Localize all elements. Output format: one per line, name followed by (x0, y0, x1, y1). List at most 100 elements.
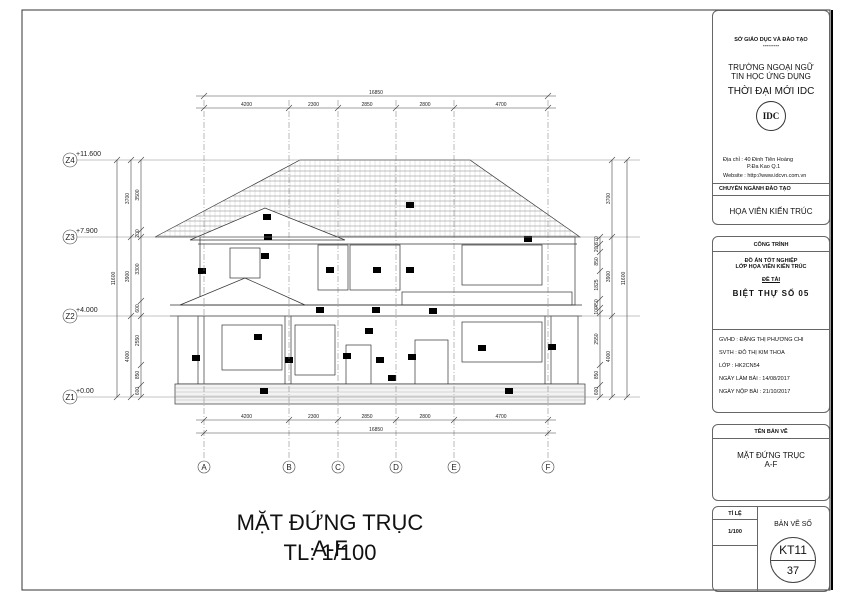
sheet-number-box: TỈ LỆ 1/100 BẢN VẼ SỐ KT11 37 (712, 506, 830, 592)
scale-label: TỈ LỆ (728, 511, 742, 517)
dimension-tick (137, 361, 145, 369)
tag-block (192, 355, 200, 361)
detail-height-label: 850 (135, 371, 141, 380)
ground-window (294, 324, 336, 376)
level-tag: Z4 (65, 156, 75, 165)
floor-height-label: 3700 (125, 193, 131, 204)
dimension-tick (608, 312, 616, 320)
tag-block (376, 357, 384, 363)
ground-window (461, 321, 543, 363)
tag-block (429, 308, 437, 314)
dimension-tick (608, 233, 616, 241)
tag-block (478, 345, 486, 351)
brick-base (174, 383, 586, 405)
title-block: SỞ GIÁO DỤC VÀ ĐÀO TẠO --------- TRƯỜNG … (712, 10, 830, 592)
ground-floor-wall (177, 315, 579, 385)
level-tag: Z1 (65, 393, 75, 402)
detail-height-label: 2550 (594, 333, 600, 344)
tag-block (198, 268, 206, 274)
scale-value: 1/100 (728, 529, 742, 535)
tag-block (406, 267, 414, 273)
sheet-name-line1: MẶT ĐỨNG TRỤC (737, 451, 805, 460)
dimension-tick (127, 233, 135, 241)
major-label: CHUYÊN NGÀNH ĐÀO TẠO (719, 186, 791, 192)
sheet-code: KT11 (771, 538, 815, 561)
drawing-scale: TL: 1/100 (283, 540, 377, 565)
dimension-label: 2850 (361, 102, 372, 108)
dimension-tick (137, 226, 145, 234)
dimension-tick (200, 416, 208, 424)
dimension-tick (137, 381, 145, 389)
axis-bubble (541, 460, 555, 474)
dimension-label: 2800 (419, 414, 430, 420)
level-tag: Z3 (65, 233, 75, 242)
axis-label: E (451, 463, 456, 472)
ground-window (221, 324, 283, 371)
tag-block (285, 357, 293, 363)
dimension-tick (596, 393, 604, 401)
dimension-tick (127, 393, 135, 401)
axis-bubble (197, 460, 211, 474)
school-name: THỜI ĐẠI MỚI IDC (727, 86, 815, 97)
sheet-name-box: TÊN BẢN VẼ MẶT ĐỨNG TRỤC A-F (712, 424, 830, 501)
tag-block (343, 353, 351, 359)
drawing-title: MẶT ĐỨNG TRỤC A-F (236, 510, 424, 561)
dimension-tick (596, 381, 604, 389)
level-elevation: +4.000 (76, 307, 98, 314)
tag-block (316, 307, 324, 313)
ngay-nop-bai: NGÀY NỘP BÀI : 21/10/2017 (719, 389, 791, 395)
total-width-label: 16850 (369, 90, 383, 96)
address-line1: Địa chỉ : 40 Đinh Tiên Hoàng (723, 157, 794, 163)
dimension-tick (544, 416, 552, 424)
sheet-no-label: BẢN VẼ SỐ (774, 521, 812, 528)
column (197, 315, 205, 387)
dimension-tick (392, 104, 400, 112)
upper-window (317, 244, 349, 291)
tag-block (388, 375, 396, 381)
dimension-tick (127, 156, 135, 164)
dimension-label: 4700 (495, 102, 506, 108)
floor-height-label: 3700 (606, 193, 612, 204)
dimension-tick (608, 156, 616, 164)
tag-block (254, 334, 262, 340)
axis-bubble (331, 460, 345, 474)
tag-block (548, 344, 556, 350)
entrance-door (345, 344, 372, 386)
floor-height-label: 4000 (606, 351, 612, 362)
upper-window (229, 247, 261, 279)
tag-block (408, 354, 416, 360)
total-width-label: 16850 (369, 427, 383, 433)
tag-block (260, 388, 268, 394)
balcony-railing (401, 291, 573, 306)
dimension-tick (608, 393, 616, 401)
height-total-label: 11600 (111, 272, 117, 286)
school-box: SỞ GIÁO DỤC VÀ ĐÀO TẠO --------- TRƯỜNG … (712, 10, 830, 225)
dimension-tick (137, 393, 145, 401)
level-elevation: +11.600 (76, 151, 101, 158)
dimension-tick (137, 156, 145, 164)
height-total-label: 11600 (621, 272, 627, 286)
detail-height-label: 2550 (135, 335, 141, 346)
main-door (414, 339, 449, 386)
dimension-tick (200, 92, 208, 100)
website: Website : http://www.idcvn.com.vn (723, 173, 807, 179)
dimension-tick (450, 416, 458, 424)
tag-block (263, 214, 271, 220)
school-line1: TRƯỜNG NGOẠI NGỮ (728, 63, 814, 72)
floor-height-label: 4000 (125, 351, 131, 362)
dimension-tick (596, 240, 604, 248)
dimension-tick (334, 416, 342, 424)
detail-height-label: 200 (135, 229, 141, 238)
detail-height-label: 600 (594, 387, 600, 396)
brick-pattern (175, 387, 585, 401)
sheet-name-label: TÊN BẢN VẼ (754, 429, 788, 435)
dimension-tick (596, 361, 604, 369)
dimension-tick (596, 295, 604, 303)
dimension-tick (596, 233, 604, 241)
tag-block (372, 307, 380, 313)
dimension-tick (334, 104, 342, 112)
house-elevation (154, 159, 586, 405)
dimension-tick (596, 267, 604, 275)
